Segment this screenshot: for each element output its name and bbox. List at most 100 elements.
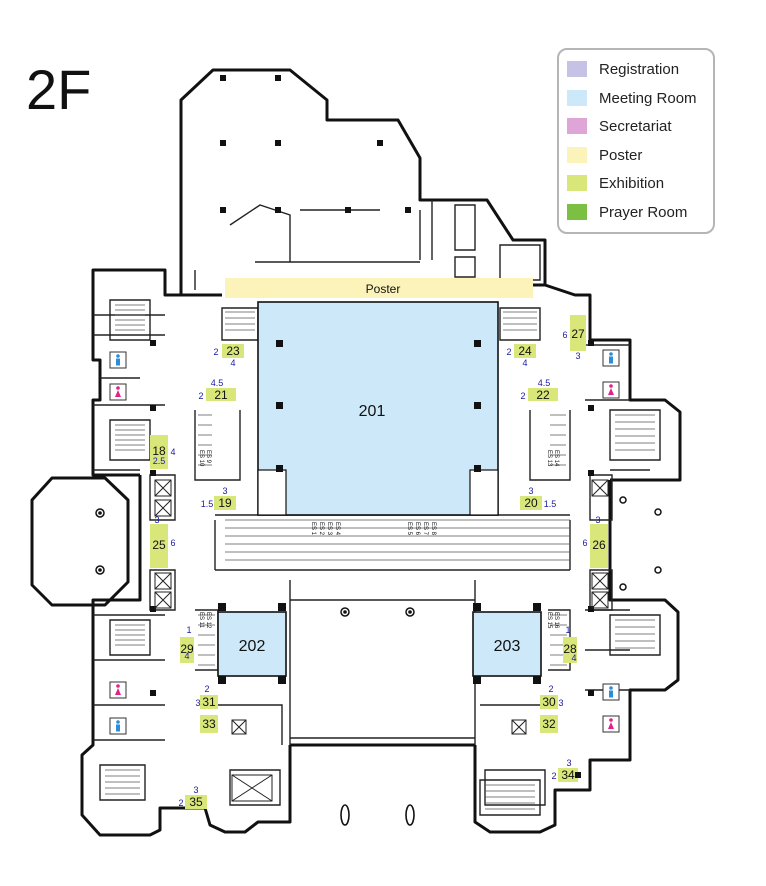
booth-24 — [514, 344, 536, 358]
booth-26-label: 26 — [592, 538, 606, 552]
escalator-8: ES 8 — [430, 522, 436, 536]
booth-22 — [528, 388, 558, 401]
dim-25-right: 6 — [170, 538, 175, 548]
booth-23-label: 23 — [226, 344, 240, 358]
round-columns — [95, 496, 662, 617]
escalator-14: ES 14 — [553, 450, 559, 467]
booth-31-label: 31 — [202, 695, 216, 709]
dim-19-left: 1.5 — [201, 499, 214, 509]
booth-32-label: 32 — [542, 717, 556, 731]
legend-item-secretariat: Secretariat — [567, 115, 672, 137]
legend-swatch — [567, 147, 587, 163]
escalator-2: ES 2 — [318, 522, 324, 536]
legend-label: Prayer Room — [599, 203, 688, 221]
legend-swatch — [567, 90, 587, 106]
dim-29-top: 1 — [186, 625, 191, 635]
escalator-11: ES 11 — [198, 612, 204, 629]
booth-25-label: 25 — [152, 538, 166, 552]
legend-label: Registration — [599, 60, 680, 78]
dim-26-left: 6 — [582, 538, 587, 548]
column-dots — [98, 511, 412, 614]
legend-item-poster: Poster — [567, 144, 642, 166]
booth-30-label: 30 — [542, 695, 556, 709]
booth-29 — [180, 637, 194, 663]
female-restroom-icon — [602, 715, 620, 733]
legend: Registration Meeting Room Secretariat Po… — [557, 48, 715, 234]
dim-20-top: 3 — [528, 486, 533, 496]
poster-area — [225, 278, 533, 298]
dim-27-left: 6 — [562, 330, 567, 340]
dim-34-left: 2 — [551, 771, 556, 781]
booth-28-label: 28 — [563, 642, 577, 656]
dim-21-left: 2 — [198, 391, 203, 401]
building-walls — [30, 68, 682, 837]
oval-openings — [340, 804, 415, 826]
male-restroom-icon — [109, 351, 127, 369]
female-restroom-icon — [109, 383, 127, 401]
dim-30-top: 2 — [548, 684, 553, 694]
room-202-label: 202 — [239, 638, 266, 655]
legend-label: Meeting Room — [599, 89, 697, 107]
escalator-3: ES 3 — [326, 522, 332, 536]
dim-18-bottom: 2.5 — [153, 456, 166, 466]
room-203 — [472, 611, 542, 677]
legend-swatch — [567, 118, 587, 134]
dim-31-top: 2 — [204, 684, 209, 694]
dim-30-right: 3 — [558, 698, 563, 708]
female-restroom-icon — [602, 381, 620, 399]
booth-19 — [214, 496, 236, 510]
booth-21 — [206, 388, 236, 401]
dim-26-top: 3 — [595, 515, 600, 525]
dim-22-top: 4.5 — [538, 378, 551, 388]
booth-dimensions: 2 4 2 4 6 3 4.5 2 4.5 2 4 2.5 3 1.5 3 1.… — [153, 330, 601, 808]
male-restroom-icon — [602, 349, 620, 367]
room-201-label: 201 — [359, 403, 386, 420]
booth-35 — [185, 795, 207, 809]
elevators — [154, 479, 609, 802]
dim-34-top: 3 — [566, 758, 571, 768]
booth-33-label: 33 — [202, 717, 216, 731]
exhibition-booths: 23 24 27 21 22 18 19 20 25 26 29 28 31 3… — [150, 315, 608, 809]
legend-label: Exhibition — [599, 174, 665, 192]
escalator-13: ES 13 — [546, 450, 552, 467]
legend-swatch — [567, 61, 587, 77]
booth-18-label: 18 — [152, 444, 166, 458]
dim-21-top: 4.5 — [211, 378, 224, 388]
legend-item-registration: Registration — [567, 58, 679, 80]
room-201-notch-right — [469, 469, 499, 516]
escalator-6: ES 6 — [414, 522, 420, 536]
booth-27 — [570, 315, 586, 351]
dim-24-bottom: 4 — [522, 358, 527, 368]
booth-34-label: 34 — [561, 768, 575, 782]
escalator-7: ES 7 — [422, 522, 428, 536]
booth-30 — [540, 695, 558, 709]
escalator-9: ES 9 — [205, 450, 211, 464]
booth-33 — [200, 715, 218, 733]
booth-25 — [150, 524, 168, 568]
legend-swatch — [567, 175, 587, 191]
dim-18-right: 4 — [170, 447, 175, 457]
room-201 — [257, 301, 499, 516]
booth-32 — [540, 715, 558, 733]
booth-27-label: 27 — [571, 327, 585, 341]
male-restroom-icon — [109, 717, 127, 735]
dim-27-bottom: 3 — [575, 351, 580, 361]
escalator-1: ES 1 — [310, 522, 316, 536]
room-202 — [217, 611, 287, 677]
dim-28-bottom: 4 — [571, 653, 576, 663]
room-203-label: 203 — [494, 638, 521, 655]
columns — [150, 75, 594, 778]
legend-label: Poster — [599, 146, 643, 164]
dim-23-bottom: 4 — [230, 358, 235, 368]
booth-19-label: 19 — [218, 496, 232, 510]
dim-31-left: 3 — [195, 698, 200, 708]
dim-22-left: 2 — [520, 391, 525, 401]
dim-29-bottom: 4 — [184, 651, 189, 661]
booth-20-label: 20 — [524, 496, 538, 510]
booth-28 — [563, 637, 577, 663]
dim-20-right: 1.5 — [544, 499, 557, 509]
legend-swatch — [567, 204, 587, 220]
dim-28-top: 1 — [565, 625, 570, 635]
booth-35-label: 35 — [189, 795, 203, 809]
